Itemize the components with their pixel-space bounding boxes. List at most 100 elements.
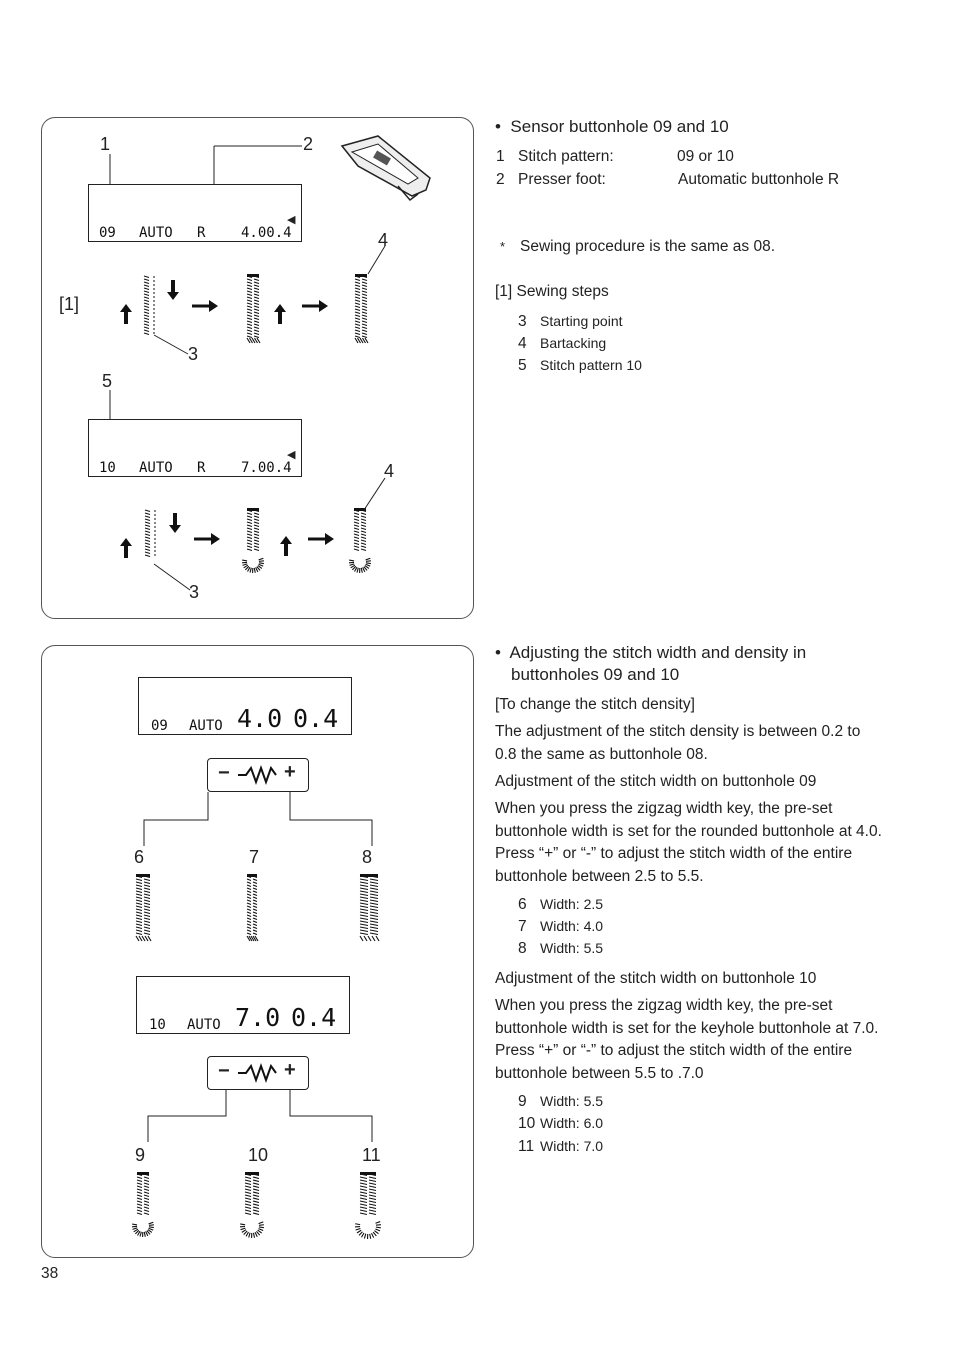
buttonhole-complete — [354, 274, 369, 344]
arrow-up-icon — [280, 536, 292, 556]
arrow-left-icon: ◀ — [287, 449, 296, 461]
item-num: 8 — [518, 940, 527, 957]
zigzag-width-key[interactable]: − + — [207, 1056, 309, 1090]
sewing-steps-row-a — [120, 245, 386, 355]
width-item: 6 Width: 2.5 — [518, 896, 603, 914]
arrow-right-icon — [308, 533, 334, 545]
callout-10: 10 — [248, 1145, 269, 1165]
section-heading-adjusting: • Adjusting the stitch width and density… — [495, 643, 807, 662]
spec-label: Stitch pattern: — [518, 148, 614, 165]
zigzag-icon — [238, 1063, 277, 1083]
w09-line-4: buttonhole between 2.5 to 5.5. — [495, 868, 704, 885]
w09-line-2: buttonhole width is set for the rounded … — [495, 823, 882, 840]
section-heading-adjusting-2: buttonholes 09 and 10 — [511, 665, 680, 684]
spec-num: 2 — [496, 171, 505, 188]
callout-1: 1 — [100, 134, 111, 154]
zigzag-icon — [238, 765, 277, 785]
lcd-mode: AUTO — [187, 1017, 221, 1033]
note-mark: * — [500, 239, 506, 254]
item-text: Width: 2.5 — [540, 896, 604, 912]
callout-3b: 3 — [189, 582, 200, 602]
arrow-right-icon — [194, 533, 220, 545]
w10-title: Adjustment of the stitch width on button… — [495, 970, 817, 987]
arrow-right-icon — [302, 300, 328, 312]
item-text: Width: 7.0 — [540, 1138, 604, 1154]
page-number: 38 — [41, 1265, 59, 1282]
lcd-density: 0.4 — [291, 1003, 337, 1032]
lcd-pattern: 09 — [99, 225, 116, 241]
steps-title: [1] Sewing steps — [495, 281, 609, 304]
step-text: Stitch pattern 10 — [540, 357, 642, 373]
callout-11: 11 — [362, 1145, 381, 1165]
callout-4b: 4 — [384, 461, 395, 481]
lcd-mode: AUTO — [189, 718, 223, 734]
lcd-width: 4.0 — [237, 704, 283, 733]
density-line-2: 0.8 the same as buttonhole 08. — [495, 746, 708, 763]
lcd-pattern: 10 — [149, 1017, 166, 1033]
item-num: 11 — [518, 1138, 535, 1155]
callout-5: 5 — [102, 371, 113, 391]
plus-label: + — [284, 761, 296, 783]
keyhole-width-medium — [239, 1172, 264, 1239]
step-num: 3 — [518, 313, 527, 330]
callout-4: 4 — [378, 230, 389, 250]
keyhole-buttonhole-complete — [348, 508, 371, 574]
buttonhole-width-wide — [359, 874, 380, 942]
lcd-pattern: 09 — [151, 718, 168, 734]
minus-label: − — [218, 762, 230, 784]
width-item: 7 Width: 4.0 — [518, 918, 603, 936]
step-text: Starting point — [540, 313, 623, 329]
item-text: Width: 5.5 — [540, 1093, 604, 1109]
minus-label: − — [218, 1060, 230, 1082]
spec-num: 1 — [496, 148, 505, 165]
callout-6: 6 — [134, 847, 145, 867]
callout-steps: [1] — [59, 294, 80, 314]
w09-title: Adjustment of the stitch width on button… — [495, 773, 817, 790]
width-buttonholes-a — [135, 874, 380, 942]
zigzag-width-key[interactable]: − + — [207, 758, 309, 792]
steps-ref: [1] — [495, 283, 513, 300]
lcd-display-10: 10 AUTO R 7.00.4 ◀ — [88, 419, 302, 477]
width-item: 11 Width: 7.0 — [518, 1138, 603, 1156]
note-text: Sewing procedure is the same as 08. — [520, 238, 776, 255]
lcd-pattern: 10 — [99, 460, 116, 476]
callout-7: 7 — [249, 847, 260, 867]
keyhole-width-narrow — [131, 1172, 154, 1238]
lcd-foot: R — [197, 225, 206, 241]
figure-panel-bottom: 09 AUTO 4.0 0.4 − + 6 7 8 10 AUTO 7.0 0.… — [41, 645, 474, 1258]
lcd-width-10: 10 AUTO 7.0 0.4 — [136, 976, 350, 1034]
arrow-left-icon: ◀ — [287, 214, 296, 226]
lcd-width: 7.0 — [235, 1003, 281, 1032]
w09-line-1: When you press the zigzag width key, the… — [495, 800, 833, 817]
item-num: 6 — [518, 896, 527, 913]
w09-line-3: Press “+” or “-” to adjust the stitch wi… — [495, 845, 853, 862]
item-num: 7 — [518, 918, 527, 935]
spec-row-1: 1 Stitch pattern: — [496, 146, 614, 169]
step-text: Bartacking — [540, 335, 607, 351]
heading-text: Adjusting the stitch width and density i… — [509, 643, 807, 662]
item-num: 10 — [518, 1115, 536, 1132]
sewing-steps-row-b — [120, 477, 386, 591]
callout-3: 3 — [188, 344, 199, 364]
w10-line-2: buttonhole width is set for the keyhole … — [495, 1020, 879, 1037]
item-num: 9 — [518, 1093, 527, 1110]
item-text: Width: 4.0 — [540, 918, 604, 934]
section-heading-sensor: • Sensor buttonhole 09 and 10 — [495, 117, 729, 136]
note-line: * Sewing procedure is the same as 08. — [500, 236, 775, 259]
buttonhole-foot-r-illustration — [340, 135, 431, 202]
spec-value-2: Automatic buttonhole R — [678, 171, 840, 188]
arrow-right-icon — [192, 300, 218, 312]
lcd-width-09: 09 AUTO 4.0 0.4 — [138, 677, 352, 735]
w10-line-1: When you press the zigzag width key, the… — [495, 997, 833, 1014]
lcd-display-09: 09 AUTO R 4.00.4 ◀ — [88, 184, 302, 242]
w10-line-3: Press “+” or “-” to adjust the stitch wi… — [495, 1042, 853, 1059]
arrow-up-icon — [120, 304, 132, 324]
width-buttonholes-b — [131, 1172, 381, 1240]
step-item: 3 Starting point — [518, 313, 623, 331]
callout-8: 8 — [362, 847, 373, 867]
lcd-mode: AUTO — [139, 460, 173, 476]
